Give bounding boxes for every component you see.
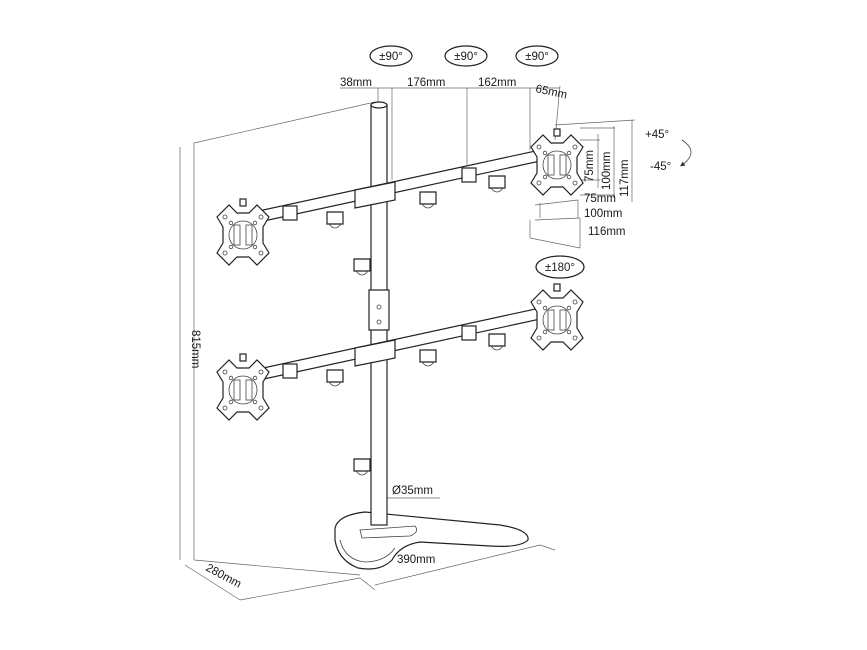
vesa-plate-lower-left	[216, 353, 270, 421]
dim-base-width: 390mm	[397, 554, 435, 566]
rotate-badge: ±180°	[535, 255, 585, 279]
dim-arm-segment-2: 162mm	[478, 77, 516, 89]
dim-vesa-75-h: 75mm	[584, 150, 596, 182]
swivel-badge-1: ±90°	[369, 45, 413, 67]
vesa-plate-upper-right	[530, 128, 584, 196]
dim-arm-segment-1: 176mm	[407, 77, 445, 89]
reference-lines	[179, 85, 636, 601]
swivel-label-1: ±90°	[379, 51, 403, 63]
stand-base	[334, 511, 529, 570]
dim-plate-height: 117mm	[619, 160, 631, 198]
dim-plate-width: 116mm	[588, 226, 626, 238]
stand-pole	[368, 101, 390, 526]
dim-base-depth: 280mm	[204, 562, 244, 591]
tilt-indicator: +45° -45°	[645, 129, 692, 173]
tilt-down-label: -45°	[650, 161, 671, 173]
cable-clip	[353, 258, 371, 276]
lower-arm	[244, 307, 546, 387]
cable-clip	[353, 458, 371, 476]
swivel-badge-2: ±90°	[444, 45, 488, 67]
dim-vesa-100-h: 100mm	[601, 152, 613, 190]
upper-arm	[244, 149, 546, 229]
swivel-label-2: ±90°	[454, 51, 478, 63]
rotate-label: ±180°	[545, 262, 575, 274]
dim-pole-diameter: Ø35mm	[392, 485, 433, 497]
tilt-up-label: +45°	[645, 129, 669, 141]
vesa-plate-upper-left	[216, 198, 270, 266]
swivel-label-3: ±90°	[525, 51, 549, 63]
dim-plate-offset: 65mm	[534, 83, 568, 101]
swivel-badge-3: ±90°	[515, 45, 559, 67]
dim-total-height: 815mm	[189, 330, 201, 368]
dim-vesa-100-w: 100mm	[584, 208, 622, 220]
dim-vesa-75-w: 75mm	[584, 193, 616, 205]
vesa-plate-lower-right	[530, 283, 584, 351]
dim-arm-offset: 38mm	[340, 77, 372, 89]
